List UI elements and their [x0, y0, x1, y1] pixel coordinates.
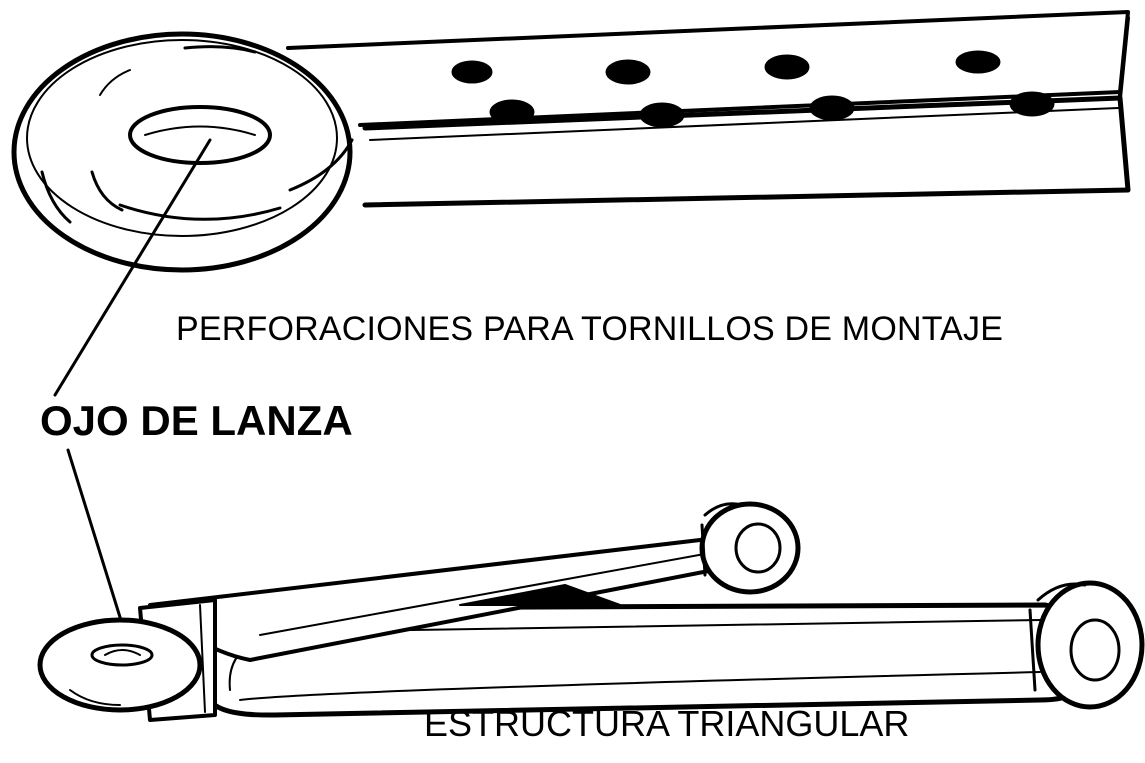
lunette-eye-ring — [11, 31, 353, 273]
bolt-hole — [451, 60, 493, 84]
lunette-eye-hole — [128, 105, 272, 165]
leader-line-lower-eye — [66, 448, 126, 632]
mounting-holes-label: PERFORACIONES PARA TORNILLOS DE MONTAJE — [176, 310, 1004, 348]
triangular-frame-drawing — [37, 501, 1145, 722]
bolt-hole — [809, 95, 855, 121]
leader-line-upper-eye — [53, 138, 212, 397]
bolt-hole — [639, 102, 685, 128]
frame-upper-bushing — [699, 501, 801, 595]
mounting-bolt-holes — [451, 50, 1055, 128]
bolt-hole — [489, 99, 535, 125]
frame-gusset — [459, 584, 621, 606]
frame-lower-bushing — [1028, 580, 1145, 710]
lunette-plate-drawing — [11, 10, 1131, 273]
bolt-hole — [605, 59, 651, 85]
bolt-hole — [955, 50, 1001, 74]
bolt-hole — [764, 54, 810, 80]
lunette-eye-label: OJO DE LANZA — [40, 397, 353, 444]
bolt-hole — [1009, 91, 1055, 117]
plate-front-edge — [362, 95, 1131, 208]
triangular-frame-label: ESTRUCTURA TRIANGULAR — [424, 703, 910, 744]
